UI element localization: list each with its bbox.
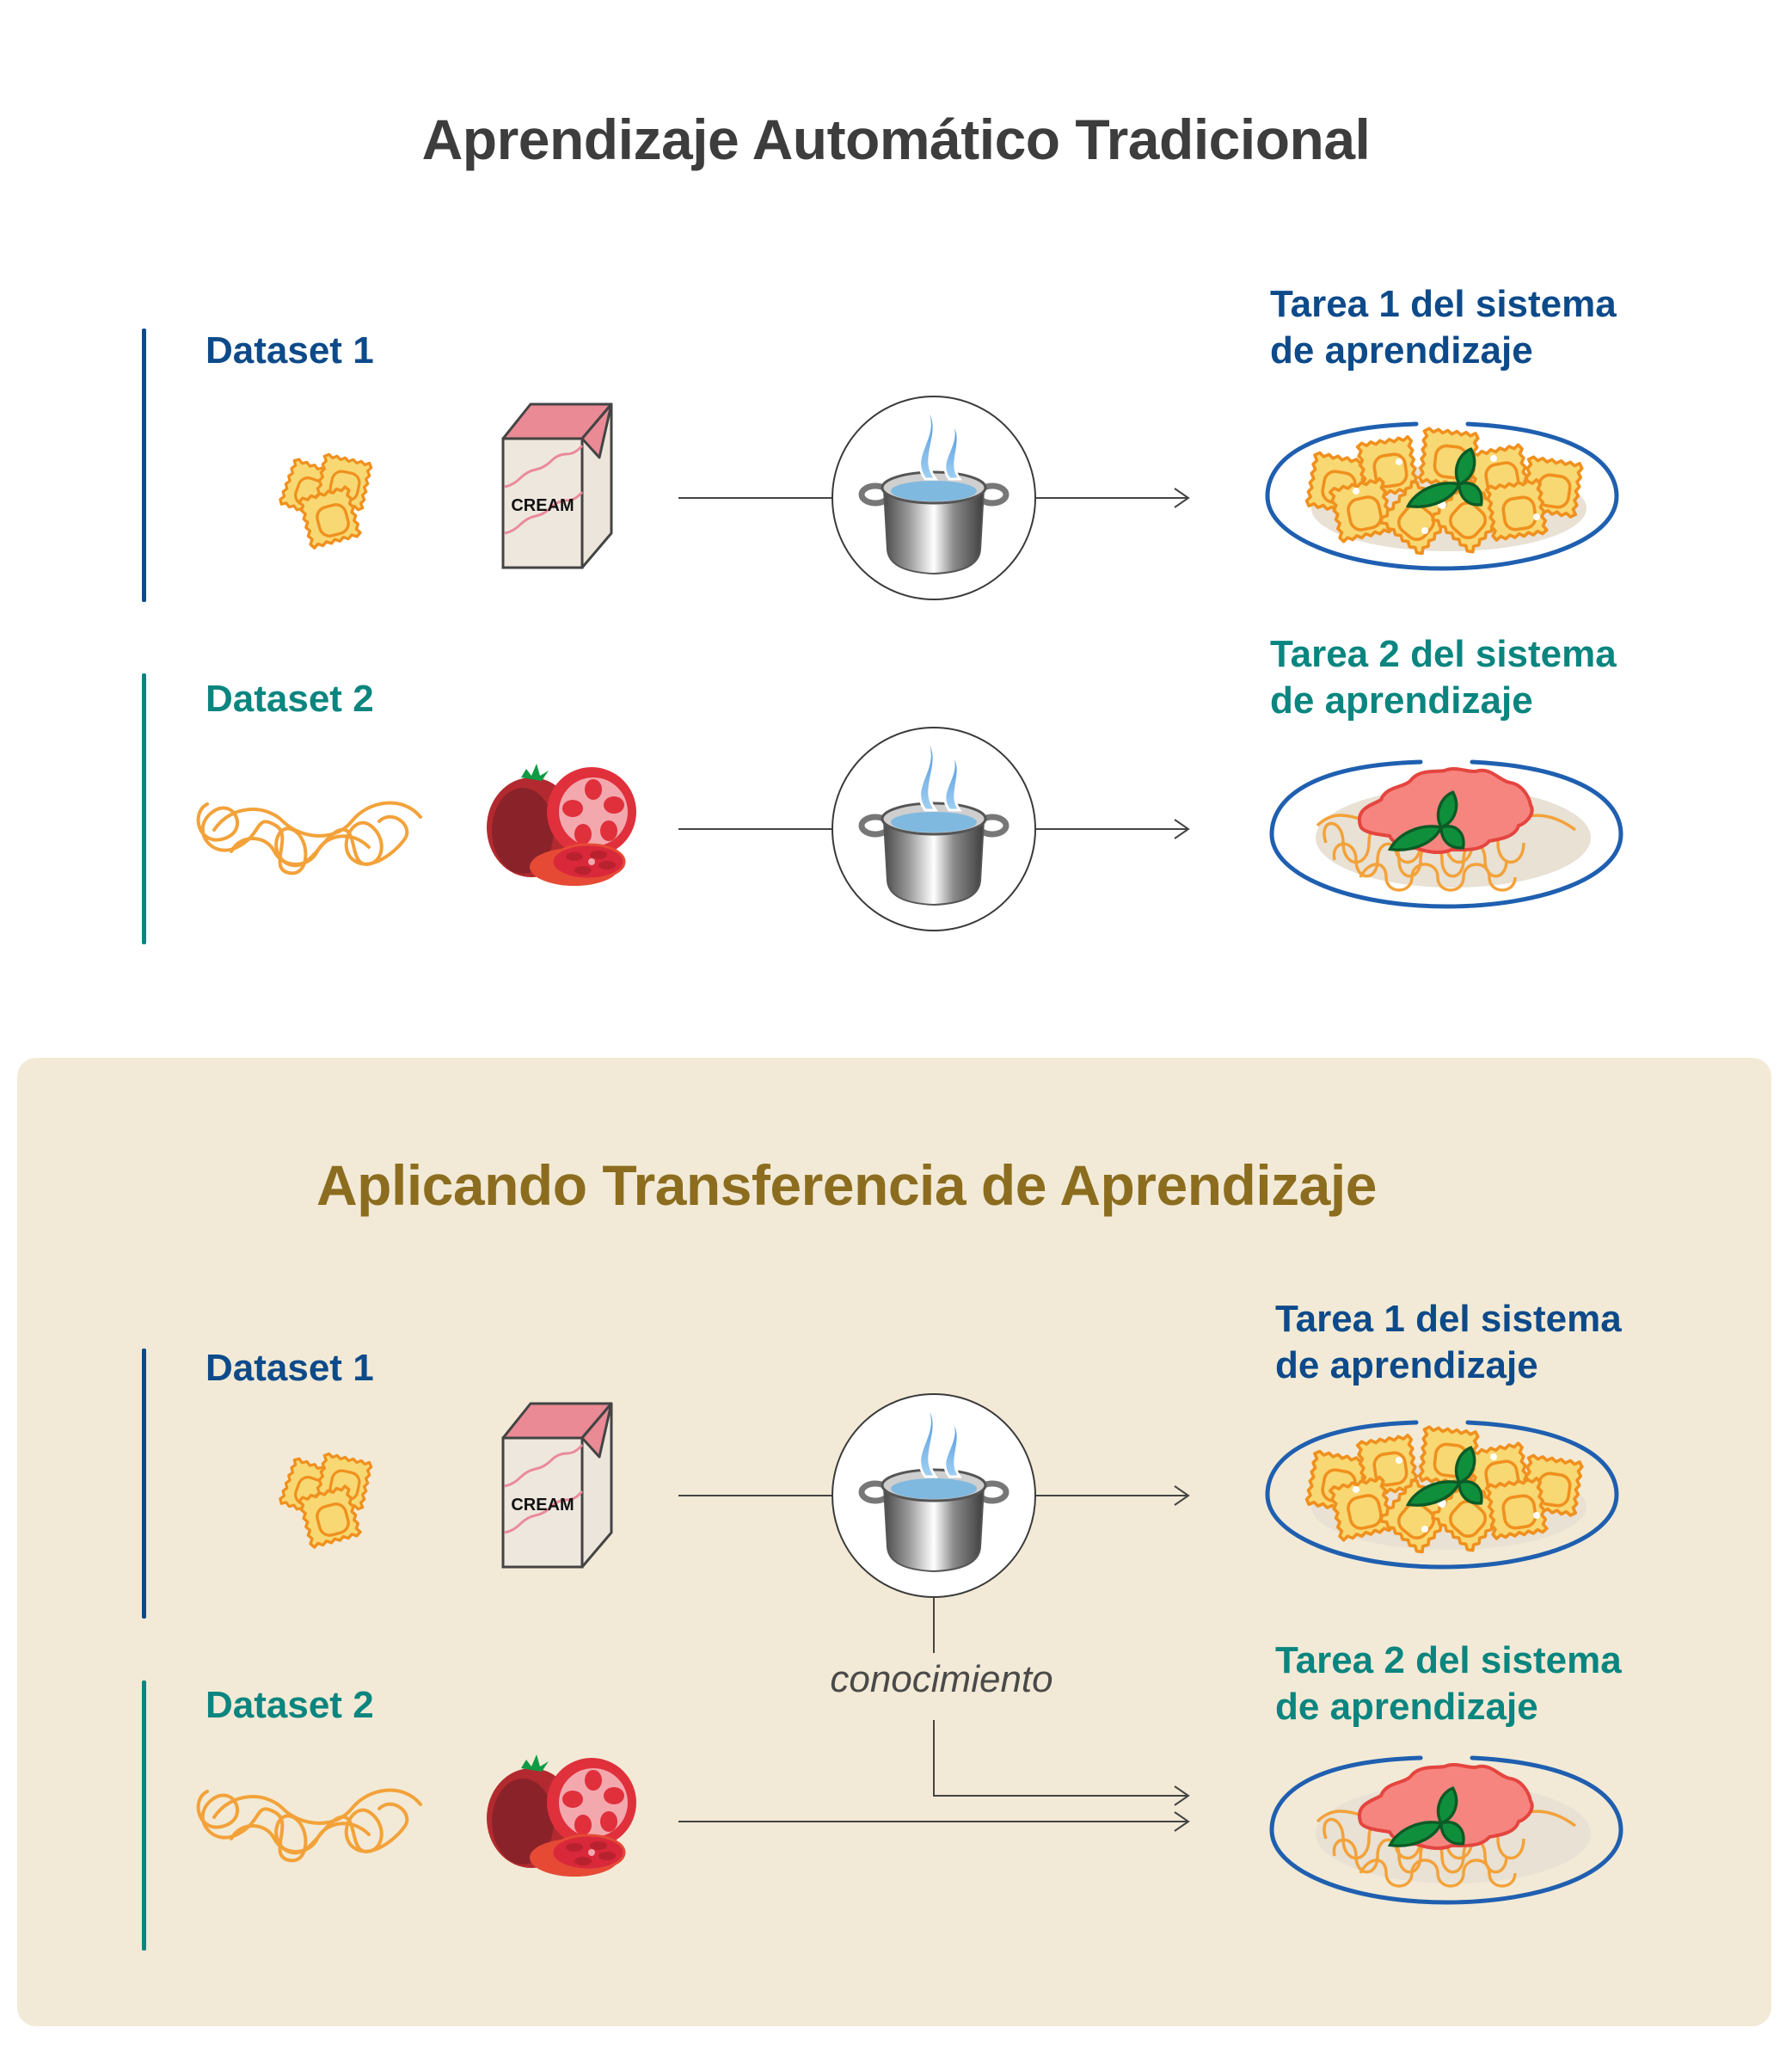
task2-arrow xyxy=(1035,819,1190,839)
transfer-task2-label-line2: de aprendizaje xyxy=(1275,1686,1538,1728)
transfer-task1-label-line1: Tarea 1 del sistema xyxy=(1275,1298,1622,1340)
task2-label-line1: Tarea 2 del sistema xyxy=(1270,633,1617,675)
cream-carton-text: CREAM xyxy=(511,1496,574,1515)
transfer-task1-arrow xyxy=(1035,1485,1190,1506)
cream-carton-icon: CREAM xyxy=(501,1402,613,1569)
transfer-task1-label: Tarea 1 del sistema de aprendizaje xyxy=(1275,1296,1622,1389)
cooking-pot-icon xyxy=(832,1394,1035,1597)
transfer-task2-label: Tarea 2 del sistema de aprendizaje xyxy=(1275,1637,1622,1730)
transfer-dataset2-divider xyxy=(142,1680,146,1951)
cream-carton-text: CREAM xyxy=(511,496,574,515)
transfer-task1-label-line2: de aprendizaje xyxy=(1275,1344,1538,1386)
dataset1-divider xyxy=(142,329,146,602)
ravioli-plate-icon xyxy=(1267,424,1617,568)
tomato-icon xyxy=(485,1753,638,1878)
spaghetti-plate-icon xyxy=(1272,1758,1621,1902)
dataset1-label: Dataset 1 xyxy=(206,329,374,372)
task2-label: Tarea 2 del sistema de aprendizaje xyxy=(1270,631,1617,724)
ravioli-icon xyxy=(279,1453,371,1548)
task1-label-line2: de aprendizaje xyxy=(1270,329,1533,372)
task1-label: Tarea 1 del sistema de aprendizaje xyxy=(1270,281,1617,374)
cooking-pot-icon xyxy=(832,728,1035,931)
transfer-dataset2-label: Dataset 2 xyxy=(206,1684,374,1726)
ravioli-icon xyxy=(279,453,371,549)
spaghetti-plate-icon xyxy=(1272,762,1621,906)
spaghetti-icon xyxy=(196,801,422,876)
task2-label-line2: de aprendizaje xyxy=(1270,679,1533,722)
traditional-ml-title: Aprendizaje Automático Tradicional xyxy=(421,108,1371,171)
transfer-task2-label-line1: Tarea 2 del sistema xyxy=(1275,1639,1622,1681)
cooking-pot-icon xyxy=(832,396,1035,599)
spaghetti-icon xyxy=(196,1788,422,1863)
cream-carton-icon: CREAM xyxy=(501,402,613,569)
ravioli-plate-icon xyxy=(1267,1422,1617,1567)
dataset2-divider xyxy=(142,673,146,944)
transfer-dataset1-label: Dataset 1 xyxy=(206,1347,374,1389)
transfer-dataset1-divider xyxy=(142,1349,146,1619)
tomato-icon xyxy=(485,762,638,888)
task1-label-line1: Tarea 1 del sistema xyxy=(1270,283,1617,325)
transfer-learning-title: Aplicando Transferencia de Aprendizaje xyxy=(316,1153,1377,1217)
transfer-dataset2-arrow xyxy=(678,1811,1190,1832)
task1-arrow xyxy=(1035,488,1190,508)
dataset2-label: Dataset 2 xyxy=(206,678,374,720)
knowledge-connector xyxy=(933,1597,1190,1806)
knowledge-label: conocimiento xyxy=(830,1658,1053,1700)
